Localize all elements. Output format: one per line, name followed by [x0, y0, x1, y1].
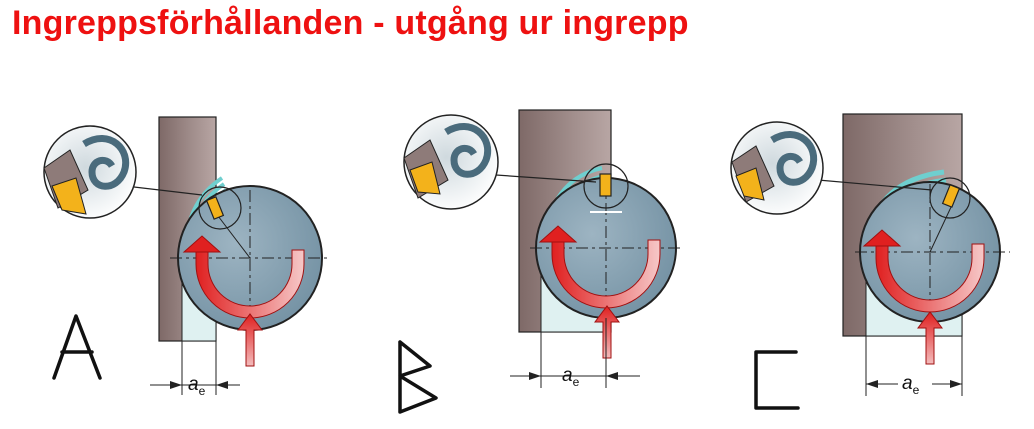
- zoom-insert-a: [51, 177, 87, 215]
- panel-b: ae: [398, 109, 684, 414]
- insert-b: [599, 173, 612, 197]
- dim-label-b: ae: [562, 365, 580, 389]
- panel-letter-a: [52, 314, 102, 380]
- detail-ring-a: [198, 186, 242, 230]
- insert-radius-a: [214, 211, 251, 259]
- leader-b: [495, 174, 597, 183]
- rotation-arrow-a: [195, 249, 305, 319]
- dim-label-a: ae: [188, 374, 206, 398]
- dim-label-c: ae: [902, 373, 920, 397]
- dim-arrow-right-b: [606, 372, 618, 380]
- zoom-chip-c: [770, 131, 818, 186]
- insert-c: [941, 184, 961, 208]
- panel-c: ae: [730, 113, 1010, 410]
- leader-a: [133, 186, 203, 196]
- dim-arrow-left-a: [170, 381, 182, 389]
- panel-a: ae: [43, 116, 330, 398]
- panel-letter-c: [754, 350, 800, 410]
- page-title: Ingreppsförhållanden - utgång ur ingrepp: [12, 4, 689, 42]
- rotation-arrowhead-b: [538, 225, 578, 243]
- rotation-arrowhead-a: [182, 235, 222, 253]
- feed-arrow-b: [594, 305, 620, 359]
- zoom-chip-a: [82, 135, 130, 190]
- dim-label-bg-c: [898, 370, 932, 396]
- dim-arrow-right-a: [216, 381, 228, 389]
- leader-c: [817, 179, 933, 191]
- panel-letter-b: [398, 340, 438, 414]
- rotation-arrowhead-c: [862, 229, 902, 247]
- dim-arrow-right-c: [950, 380, 962, 388]
- detail-ring-b: [583, 163, 629, 209]
- zoom-insert-c: [735, 167, 765, 201]
- zoom-insert-b: [409, 161, 441, 195]
- zoom-chip-b: [444, 123, 492, 178]
- detail-ring-c: [929, 177, 971, 219]
- feed-arrow-a: [237, 313, 263, 367]
- rotation-arrow-c: [875, 243, 985, 313]
- feed-arrow-c: [917, 311, 943, 365]
- insert-a: [205, 196, 225, 220]
- rotation-arrow-b: [551, 239, 661, 309]
- dim-arrow-left-c: [866, 380, 878, 388]
- dim-arrow-left-b: [529, 372, 541, 380]
- insert-radius-c: [929, 204, 953, 253]
